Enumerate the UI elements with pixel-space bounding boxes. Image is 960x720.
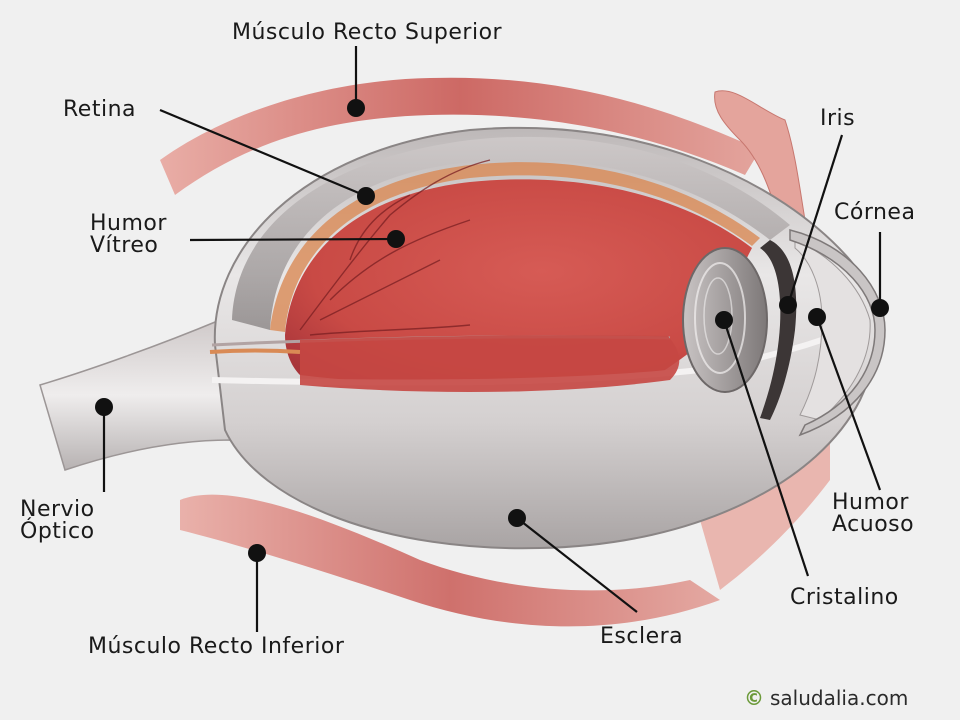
label-nervio-optico-line1: Nervio	[20, 497, 95, 522]
label-humor-acuoso: Humor Acuoso	[832, 492, 914, 536]
dot-cornea	[871, 299, 889, 317]
dot-lens	[715, 311, 733, 329]
dot-vitreous	[387, 230, 405, 248]
dot-iris	[779, 296, 797, 314]
label-esclera: Esclera	[600, 624, 684, 649]
vitreous-humor	[285, 179, 752, 385]
label-cristalino: Cristalino	[790, 585, 899, 610]
label-nervio-optico: Nervio Óptico	[20, 499, 95, 543]
inferior-rectus-muscle	[180, 494, 720, 627]
label-retina: Retina	[63, 97, 136, 122]
credit-text: saludalia.com	[770, 686, 909, 710]
label-iris: Iris	[820, 106, 856, 131]
label-nervio-optico-line2: Óptico	[20, 519, 95, 544]
dot-inferior-rectus	[248, 544, 266, 562]
dot-aqueous	[808, 308, 826, 326]
credit-watermark: ©saludalia.com	[744, 686, 908, 710]
label-cornea: Córnea	[834, 200, 916, 225]
label-humor-acuoso-line1: Humor	[832, 490, 909, 515]
label-musculo-recto-inferior: Músculo Recto Inferior	[88, 634, 345, 659]
label-humor-vitreo: Humor Vítreo	[90, 213, 167, 257]
cornea	[789, 229, 886, 437]
leader-lines	[102, 46, 882, 632]
dot-retina	[357, 187, 375, 205]
label-humor-vitreo-line1: Humor	[90, 211, 167, 236]
dot-superior-rectus	[347, 99, 365, 117]
iris	[760, 240, 797, 420]
superior-rectus-muscle	[160, 77, 760, 195]
label-humor-acuoso-line2: Acuoso	[832, 512, 915, 537]
label-musculo-recto-superior: Músculo Recto Superior	[232, 20, 503, 45]
anchor-dots	[95, 99, 889, 562]
copyright-symbol: ©	[744, 686, 764, 710]
dot-sclera	[508, 509, 526, 527]
dot-optic-nerve	[95, 398, 113, 416]
label-humor-vitreo-line2: Vítreo	[90, 233, 159, 258]
